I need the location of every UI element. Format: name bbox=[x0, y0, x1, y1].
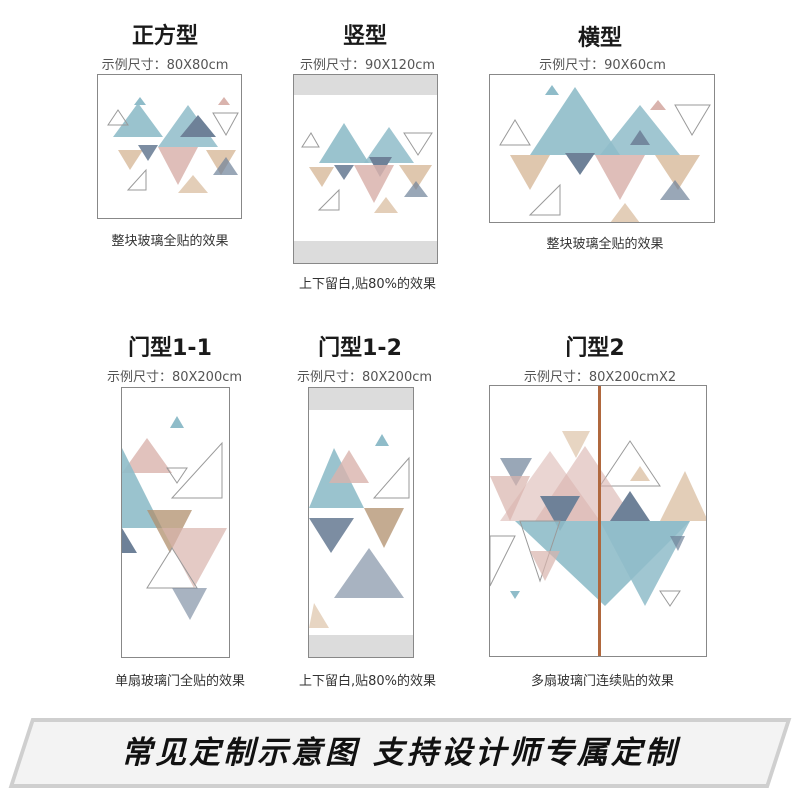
triangle-pattern bbox=[122, 416, 227, 620]
preview-square bbox=[97, 74, 242, 219]
panel-size-square: 示例尺寸：80X80cm bbox=[101, 58, 229, 73]
triangle-pattern bbox=[499, 85, 711, 222]
banner-text: 常见定制示意图 支持设计师专属定制 bbox=[121, 735, 679, 771]
panel-title-door-1-2: 门型1-2 bbox=[318, 336, 402, 361]
panel-title-vertical: 竖型 bbox=[342, 24, 387, 49]
panel-size-horizontal: 示例尺寸：90X60cm bbox=[539, 58, 666, 73]
panel-size-vertical: 示例尺寸：90X120cm bbox=[299, 58, 436, 73]
panel-title-door-2: 门型2 bbox=[565, 336, 625, 361]
panel-caption-horizontal: 整块玻璃全贴的效果 bbox=[546, 237, 664, 252]
panel-title-door-1-1: 门型1-1 bbox=[128, 336, 212, 361]
panel-size-door-1-2: 示例尺寸：80X200cm bbox=[296, 370, 433, 385]
triangle-pattern bbox=[490, 431, 706, 607]
panel-caption-door-1-1: 单扇玻璃门全贴的效果 bbox=[114, 674, 245, 689]
panel-title-square: 正方型 bbox=[131, 24, 198, 49]
panel-caption-door-1-2: 上下留白,贴80%的效果 bbox=[298, 674, 437, 689]
door-divider-rod bbox=[598, 386, 601, 656]
preview-door-2 bbox=[489, 385, 707, 657]
triangle-pattern bbox=[107, 97, 239, 193]
preview-door-1-1 bbox=[121, 387, 230, 658]
panel-caption-door-2: 多扇玻璃门连续贴的效果 bbox=[530, 674, 674, 689]
bottom-margin-band bbox=[309, 635, 413, 657]
bottom-margin-band bbox=[294, 241, 437, 263]
panel-title-horizontal: 横型 bbox=[577, 26, 622, 51]
preview-horizontal bbox=[489, 74, 715, 223]
panel-caption-vertical: 上下留白,贴80%的效果 bbox=[298, 277, 437, 292]
top-margin-band bbox=[309, 388, 413, 410]
top-margin-band bbox=[294, 75, 437, 95]
triangle-pattern bbox=[301, 123, 433, 213]
panel-caption-square: 整块玻璃全贴的效果 bbox=[111, 234, 229, 249]
panel-size-door-1-1: 示例尺寸：80X200cm bbox=[106, 370, 243, 385]
preview-door-1-2 bbox=[308, 387, 414, 658]
triangle-pattern bbox=[309, 434, 410, 628]
panel-size-door-2: 示例尺寸：80X200cmX2 bbox=[523, 370, 677, 385]
preview-vertical bbox=[293, 74, 438, 264]
